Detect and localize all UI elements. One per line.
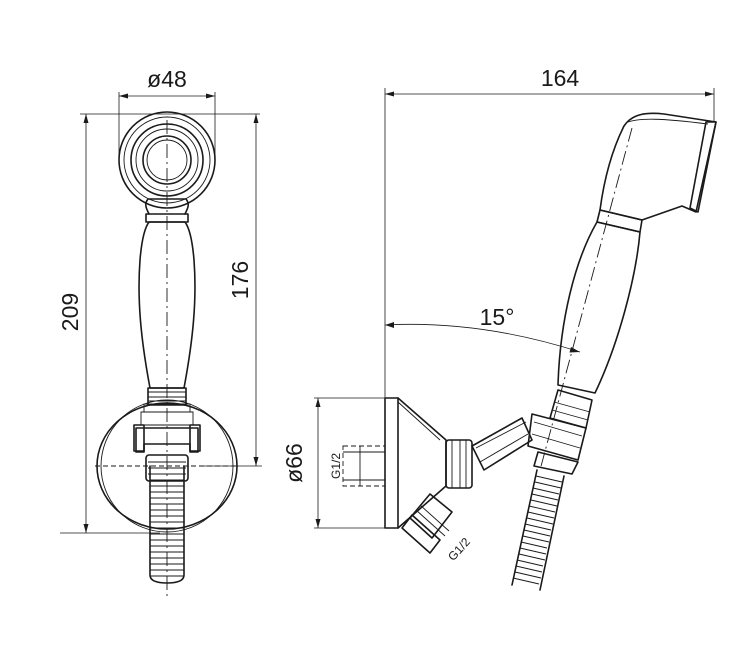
front-view: ø48 209 176 bbox=[57, 66, 262, 600]
dimension-width-label: ø48 bbox=[147, 66, 187, 92]
dimension-flange-label: ø66 bbox=[281, 443, 307, 483]
side-view: 164 15° ø66 G1/2 bbox=[281, 65, 717, 591]
thread-outlet-label: G1/2 bbox=[445, 535, 473, 564]
outlet-nipple bbox=[401, 493, 453, 554]
rear-thread bbox=[342, 445, 386, 487]
dimension-handshower-height-label: 176 bbox=[227, 261, 253, 299]
dimension-flange bbox=[314, 397, 398, 529]
dimension-width bbox=[118, 92, 216, 158]
dimension-length bbox=[385, 91, 714, 97]
handle-centerline bbox=[539, 127, 633, 471]
wall-connector bbox=[342, 397, 447, 529]
hose-side bbox=[511, 469, 565, 591]
dimension-angle bbox=[384, 322, 581, 353]
shower-head-side bbox=[599, 112, 717, 221]
dimension-total-height bbox=[60, 113, 260, 534]
holder-cradle bbox=[527, 413, 587, 475]
holder-bracket bbox=[133, 403, 201, 453]
handle-side bbox=[549, 209, 643, 429]
swivel-joint bbox=[445, 417, 533, 489]
dimension-length-label: 164 bbox=[541, 65, 580, 91]
dimension-angle-label: 15° bbox=[480, 304, 515, 330]
thread-rear-label: G1/2 bbox=[329, 453, 343, 479]
shower-head-front bbox=[118, 111, 216, 209]
dimension-total-height-label: 209 bbox=[57, 293, 83, 331]
dimension-handshower-height bbox=[200, 114, 262, 467]
